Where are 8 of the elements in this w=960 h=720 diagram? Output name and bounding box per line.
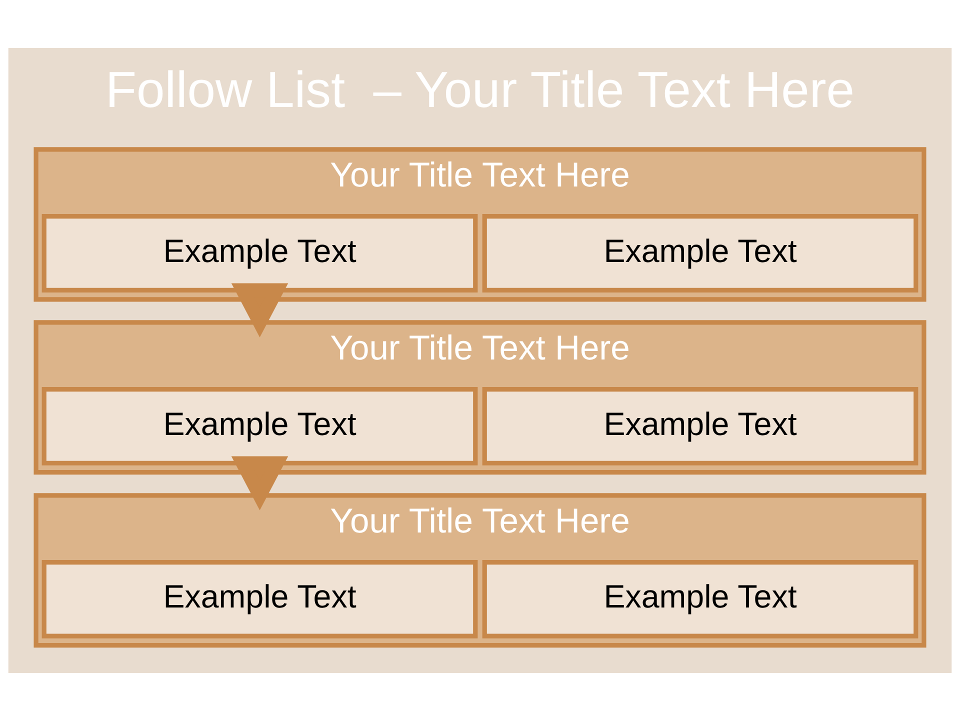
- node-box: Example Text: [42, 214, 478, 292]
- node-box: Example Text: [482, 560, 918, 638]
- node-box: Example Text: [482, 214, 918, 292]
- node-box: Example Text: [42, 560, 478, 638]
- arrow: [231, 456, 288, 510]
- node-box: Example Text: [42, 386, 478, 465]
- node-box: Example Text: [482, 386, 918, 465]
- arrow: [231, 282, 288, 337]
